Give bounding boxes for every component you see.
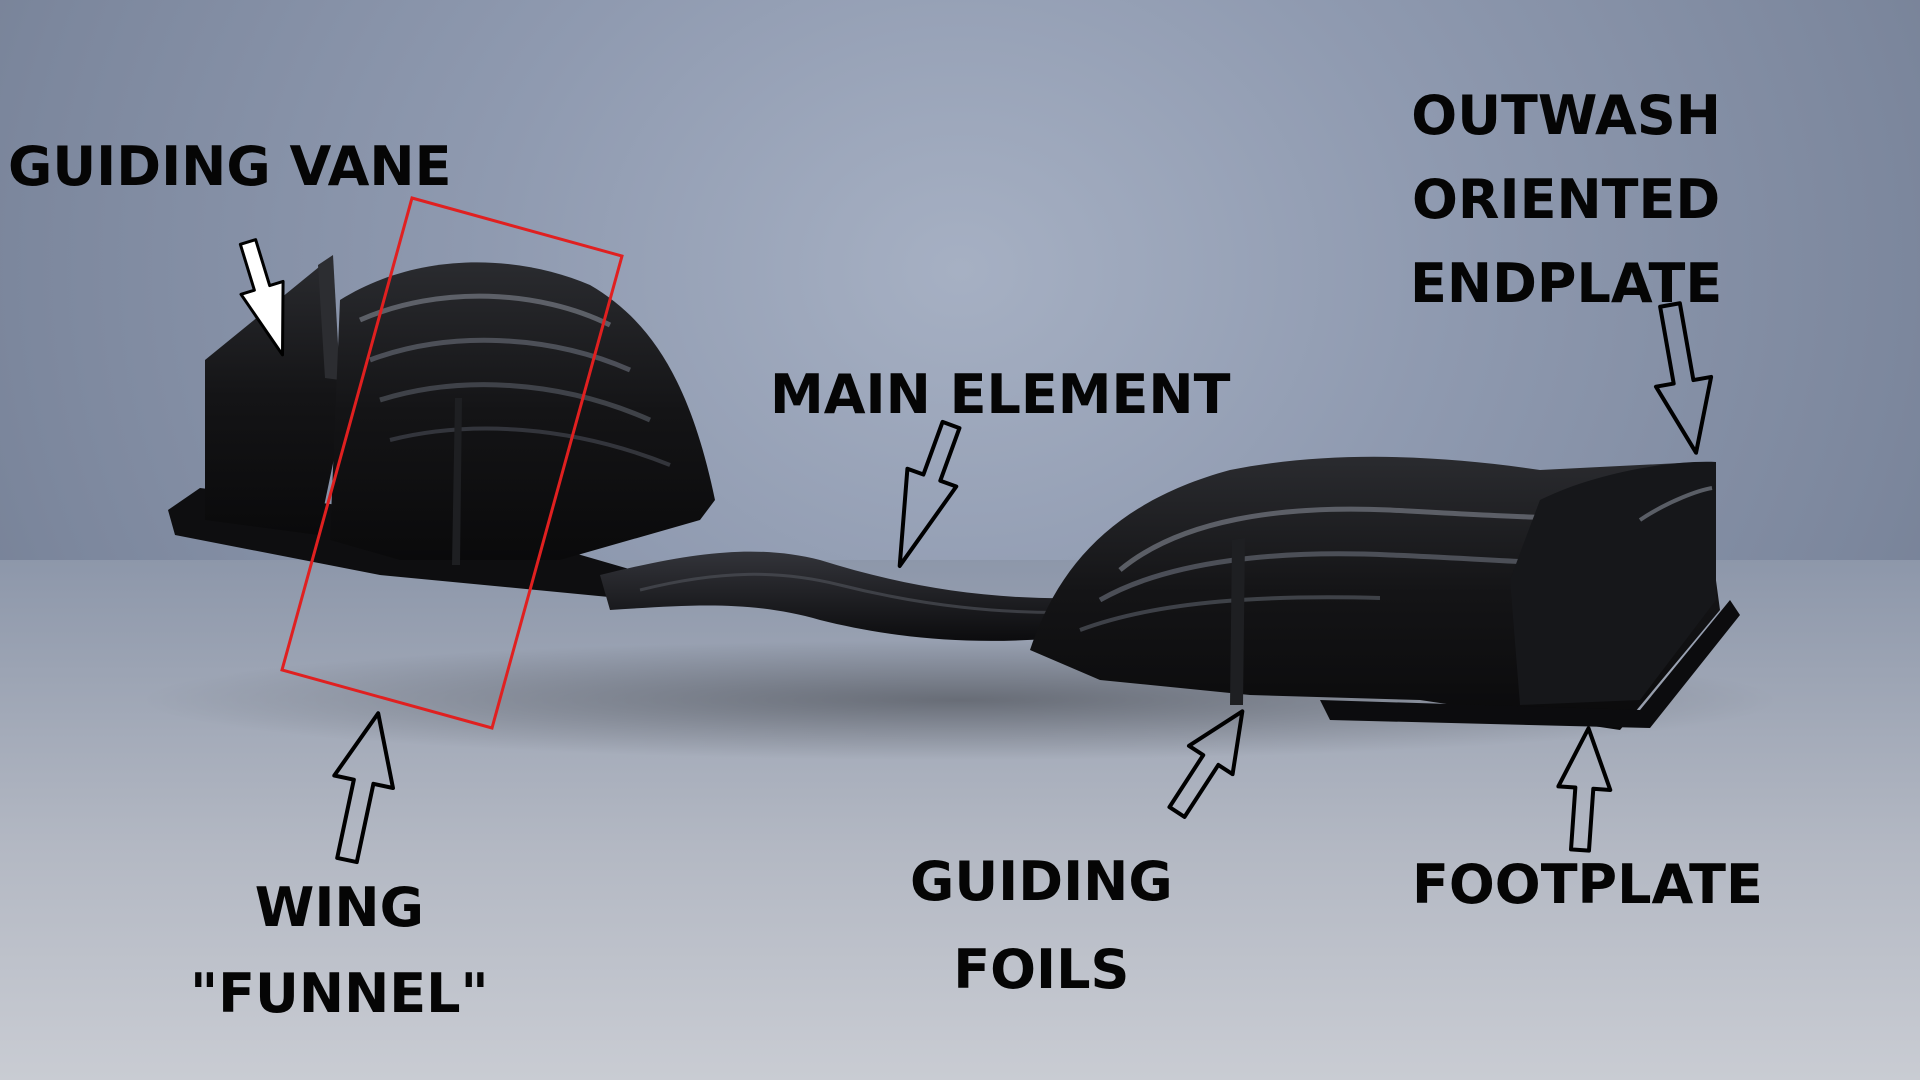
footplate-arrow-icon: [1554, 726, 1614, 851]
footplate-label: FOOTPLATE: [1412, 858, 1763, 912]
wing-funnel-label: WING "FUNNEL": [190, 865, 489, 1037]
outwash-endplate-label: OUTWASH ORIENTED ENDPLATE: [1410, 74, 1722, 326]
main-element-arrow-icon: [875, 416, 975, 575]
guiding-foils-label: GUIDING FOILS: [910, 838, 1173, 1014]
right-guiding-foil: [1230, 538, 1245, 705]
main-element-label: MAIN ELEMENT: [770, 368, 1230, 422]
guiding-vane-label: GUIDING VANE: [8, 140, 452, 194]
